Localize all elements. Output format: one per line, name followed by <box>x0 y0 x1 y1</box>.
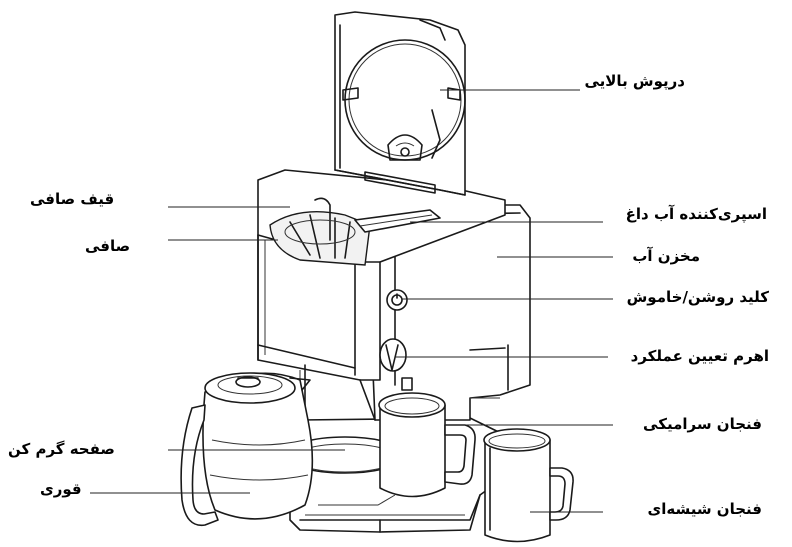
label-filter: صافی <box>85 237 130 255</box>
label-warming-plate: صفحه گرم کن <box>8 440 115 458</box>
label-teapot: قوری <box>40 480 82 498</box>
label-top-lid: درپوش بالایی <box>584 72 685 90</box>
teapot <box>181 373 312 525</box>
label-function-lever: اهرم تعیین عملکرد <box>631 347 769 365</box>
label-filter-funnel: قیف صافی <box>30 190 114 208</box>
label-glass-cup: فنجان شیشه‌ای <box>647 500 762 518</box>
glass-cup <box>484 429 573 542</box>
top-lid <box>335 12 465 195</box>
power-switch <box>387 290 407 310</box>
label-power-switch: کلید روشن/خاموش <box>627 288 769 306</box>
label-steam-sprayer: اسپری‌کننده آب داغ <box>626 205 767 223</box>
label-ceramic-cup: فنجان سرامیکی <box>643 415 762 433</box>
label-water-tank: مخزن آب <box>632 247 700 265</box>
